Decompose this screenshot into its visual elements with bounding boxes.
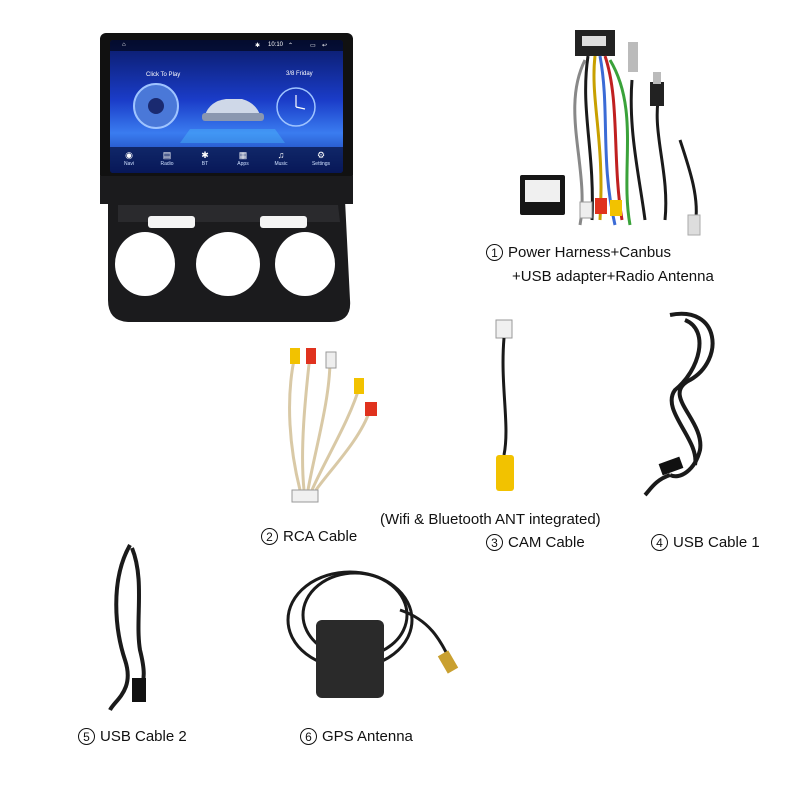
cam-cable-image <box>495 319 514 491</box>
up-icon: ⌃ <box>288 43 294 49</box>
dock-radio[interactable]: ▤Radio <box>153 149 181 167</box>
bluetooth-icon: ✱ <box>201 150 209 160</box>
item-number-4: 4 <box>651 534 668 551</box>
dock-music[interactable]: ♫Music <box>267 149 295 167</box>
dock-navi[interactable]: ◉Navi <box>115 149 143 167</box>
navigation-icon: ◉ <box>125 150 133 160</box>
dock-settings[interactable]: ⚙Settings <box>307 149 335 167</box>
item-number-5: 5 <box>78 728 95 745</box>
usb-cable-2-label: USB Cable 2 <box>100 728 187 745</box>
status-bar: ⌂ ✱ 10:10 ⌃ ▭ ↩ <box>110 40 343 51</box>
click-to-play[interactable]: Click To Play <box>146 72 181 78</box>
power-harness-label-line1: Power Harness+Canbus <box>508 244 672 261</box>
settings-icon: ⚙ <box>316 150 326 160</box>
bluetooth-status-icon: ✱ <box>255 43 261 49</box>
home-icon: ⌂ <box>122 42 126 48</box>
head-unit-screen: ⌂ ✱ 10:10 ⌃ ▭ ↩ Click To Play 3/8 Friday… <box>110 40 343 173</box>
gps-antenna-caption: 6 GPS Antenna <box>300 728 413 745</box>
power-harness-label-line2: +USB adapter+Radio Antenna <box>512 268 714 285</box>
screen-widgets <box>133 83 316 143</box>
cam-cable-note: (Wifi & Bluetooth ANT integrated) <box>380 511 601 528</box>
rca-cable-image <box>288 348 377 503</box>
usb-cable-1-label: USB Cable 1 <box>673 534 760 551</box>
item-number-1: 1 <box>486 244 503 261</box>
item-number-3: 3 <box>486 534 503 551</box>
usb-cable-2-image <box>108 544 146 712</box>
apps-icon: ▦ <box>238 150 248 160</box>
music-icon: ♫ <box>277 150 285 160</box>
dock-bt[interactable]: ✱BT <box>191 149 219 167</box>
cam-cable-caption: 3 CAM Cable <box>486 534 585 551</box>
head-unit: ⌂ ✱ 10:10 ⌃ ▭ ↩ Click To Play 3/8 Friday… <box>0 0 360 330</box>
usb-cable-1-image <box>643 311 715 497</box>
power-harness-image <box>520 30 701 236</box>
usb-cable-1-caption: 4 USB Cable 1 <box>651 534 760 551</box>
power-harness-caption: 1 Power Harness+Canbus <box>486 244 671 261</box>
item-number-2: 2 <box>261 528 278 545</box>
back-icon: ↩ <box>322 43 328 49</box>
gps-antenna-label: GPS Antenna <box>322 728 413 745</box>
app-dock: ◉Navi ▤Radio ✱BT ▦Apps ♫Music ⚙Settings <box>110 147 343 173</box>
radio-icon: ▤ <box>162 150 172 160</box>
usb-cable-2-caption: 5 USB Cable 2 <box>78 728 187 745</box>
cam-cable-label: CAM Cable <box>508 534 585 551</box>
date-label: 3/8 Friday <box>286 71 313 77</box>
rca-cable-caption: 2 RCA Cable <box>261 528 357 545</box>
status-time: 10:10 <box>268 42 284 48</box>
gps-antenna-image <box>286 570 459 698</box>
item-number-6: 6 <box>300 728 317 745</box>
dock-apps[interactable]: ▦Apps <box>229 149 257 167</box>
rca-cable-label: RCA Cable <box>283 528 358 545</box>
window-icon: ▭ <box>310 43 316 49</box>
